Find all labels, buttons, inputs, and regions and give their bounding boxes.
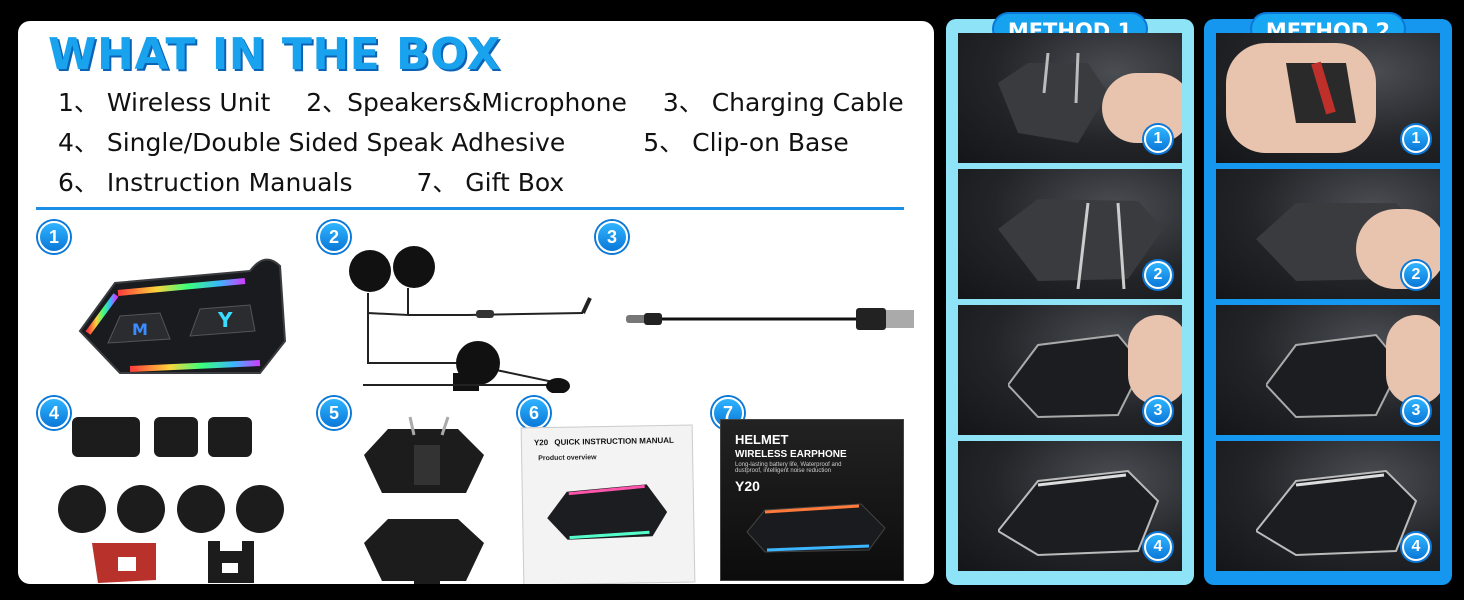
adhesive-base-illustration — [1286, 61, 1356, 123]
gift-box-device-illustration — [746, 503, 886, 553]
manual-header: Y20 QUICK INSTRUCTION MANUAL — [533, 435, 692, 448]
manual-section: Product overview — [538, 454, 597, 463]
step-badge: 4 — [1144, 533, 1172, 561]
step-badge: 2 — [1144, 261, 1172, 289]
method-2-step-1: 1 — [1216, 33, 1440, 163]
wireless-unit-illustration — [1008, 333, 1145, 419]
wireless-unit-illustration — [1256, 469, 1418, 557]
step-badge: 3 — [1144, 397, 1172, 425]
speakers-microphone-image — [349, 246, 592, 393]
badge-6: 6 — [518, 397, 550, 429]
panel-title: WHAT IN THE BOX — [48, 29, 501, 80]
gift-box-line4: dustproof, intelligent noise reduction — [735, 468, 832, 474]
badge-5: 5 — [318, 397, 350, 429]
adhesive-pads-image — [58, 417, 284, 583]
method-1-panel: METHOD 1 1 2 3 4 — [946, 12, 1194, 585]
step-badge: 1 — [1402, 125, 1430, 153]
manual-heading: QUICK INSTRUCTION MANUAL — [554, 435, 674, 447]
item-charging-cable: 3、 Charging Cable — [662, 88, 904, 117]
svg-text:Y: Y — [217, 308, 233, 332]
items-row: 4、 Single/Double Sided Speak Adhesive 5、… — [58, 123, 904, 163]
charging-cable-image — [626, 308, 914, 330]
method-1-step-1: 1 — [958, 33, 1182, 163]
gift-box-brand: Y20 — [735, 478, 760, 494]
badge-1: 1 — [38, 221, 70, 253]
hand-photo — [1386, 315, 1440, 405]
gift-box-image: HELMET WIRELESS EARPHONE Long-lasting ba… — [720, 419, 904, 581]
gift-box-line2: WIRELESS EARPHONE — [735, 449, 847, 460]
step-badge: 4 — [1402, 533, 1430, 561]
svg-text:M: M — [132, 320, 148, 339]
gift-box-line1: HELMET — [735, 432, 789, 447]
wireless-unit-image: M Y — [78, 258, 287, 374]
item-gift-box: 7、 Gift Box — [416, 168, 565, 197]
whats-in-the-box-panel: WHAT IN THE BOX 1、 Wireless Unit 2、Speak… — [18, 21, 934, 584]
wireless-unit-illustration — [998, 469, 1160, 557]
clip-base-illustration — [998, 53, 1108, 143]
step-badge: 3 — [1402, 397, 1430, 425]
items-row: 1、 Wireless Unit 2、Speakers&Microphone 3… — [58, 83, 904, 123]
manual-device-illustration — [547, 484, 668, 540]
method-1-step-2: 2 — [958, 169, 1182, 299]
item-clip-on-base: 5、 Clip-on Base — [643, 128, 849, 157]
clip-on-base-image — [364, 416, 484, 584]
method-1-step-4: 4 — [958, 441, 1182, 571]
step-badge: 1 — [1144, 125, 1172, 153]
method-2-step-4: 4 — [1216, 441, 1440, 571]
title-divider — [36, 207, 904, 210]
instruction-manual-image: Y20 QUICK INSTRUCTION MANUAL Product ove… — [520, 424, 696, 584]
step-badge: 2 — [1402, 261, 1430, 289]
items-list: 1、 Wireless Unit 2、Speakers&Microphone 3… — [58, 83, 904, 203]
method-1-step-3: 3 — [958, 305, 1182, 435]
item-speakers-microphone: 2、Speakers&Microphone — [306, 88, 627, 117]
method-2-step-2: 2 — [1216, 169, 1440, 299]
items-row: 6、 Instruction Manuals 7、 Gift Box — [58, 163, 904, 203]
wireless-unit-illustration — [1266, 333, 1403, 419]
clip-base-illustration — [998, 199, 1163, 289]
item-wireless-unit: 1、 Wireless Unit — [58, 88, 271, 117]
manual-brand: Y20 — [533, 438, 549, 448]
gift-box-line3: Long-lasting battery life, Waterproof an… — [735, 462, 842, 468]
method-2-panel: METHOD 2 1 2 3 4 — [1204, 12, 1452, 585]
item-instruction-manuals: 6、 Instruction Manuals — [58, 168, 353, 197]
badge-2: 2 — [318, 221, 350, 253]
method-2-step-3: 3 — [1216, 305, 1440, 435]
hand-photo — [1128, 315, 1182, 405]
badge-3: 3 — [596, 221, 628, 253]
item-adhesive: 4、 Single/Double Sided Speak Adhesive — [58, 128, 566, 157]
badge-4: 4 — [38, 397, 70, 429]
